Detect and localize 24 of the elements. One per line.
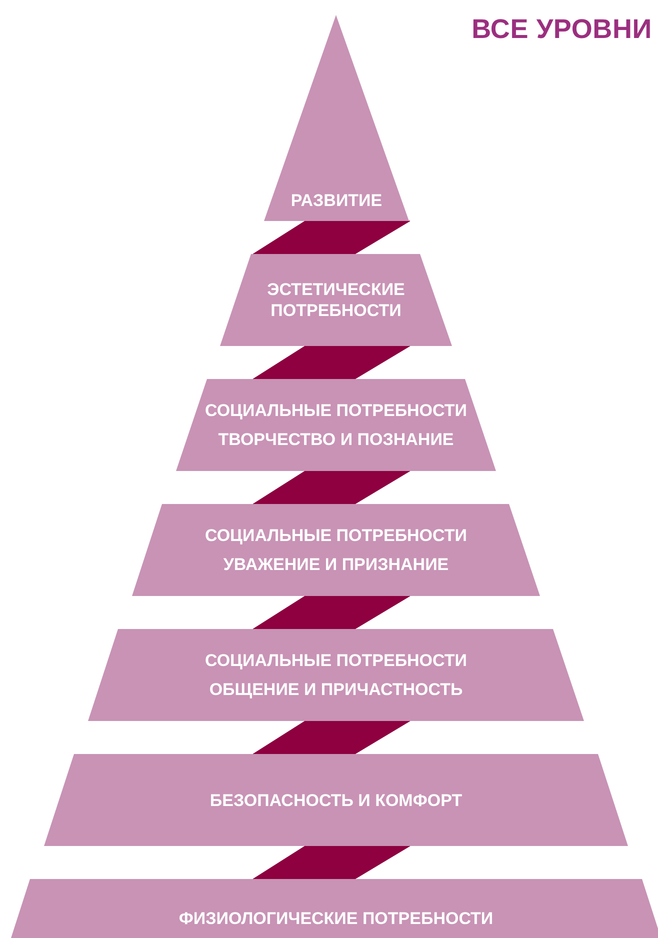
level-label: СОЦИАЛЬНЫЕ ПОТРЕБНОСТИ	[204, 400, 467, 421]
level-label: БЕЗОПАСНОСТЬ И КОМФОРТ	[210, 790, 462, 810]
level-label: СОЦИАЛЬНЫЕ ПОТРЕБНОСТИ	[204, 650, 467, 671]
level-label: РАЗВИТИЕ	[290, 190, 382, 210]
level-label: ФИЗИОЛОГИЧЕСКИЕ ПОТРЕБНОСТИ	[178, 908, 494, 929]
pyramid-level	[264, 15, 409, 221]
level-label: ТВОРЧЕСТВО И ПОЗНАНИЕ	[218, 429, 454, 450]
pyramid-level	[220, 254, 452, 346]
connector-band	[252, 470, 410, 504]
connector-band	[252, 346, 410, 380]
connector-band	[252, 720, 410, 754]
level-label: ОБЩЕНИЕ И ПРИЧАСТНОСТЬ	[209, 679, 463, 700]
connector-band	[252, 846, 410, 880]
pyramid-level	[44, 754, 628, 846]
level-label: ЭСТЕТИЧЕСКИЕ ПОТРЕБНОСТИ	[266, 279, 406, 321]
connector-band	[252, 220, 410, 254]
pyramid-level	[176, 379, 496, 471]
pyramid-level	[132, 504, 540, 596]
level-label: СОЦИАЛЬНЫЕ ПОТРЕБНОСТИ	[204, 525, 467, 546]
pyramid-level	[11, 879, 658, 938]
level-label: УВАЖЕНИЕ И ПРИЗНАНИЕ	[223, 554, 449, 575]
title: ВСЕ УРОВНИ	[472, 14, 652, 45]
pyramid-level	[88, 629, 584, 721]
connector-band	[252, 596, 410, 630]
